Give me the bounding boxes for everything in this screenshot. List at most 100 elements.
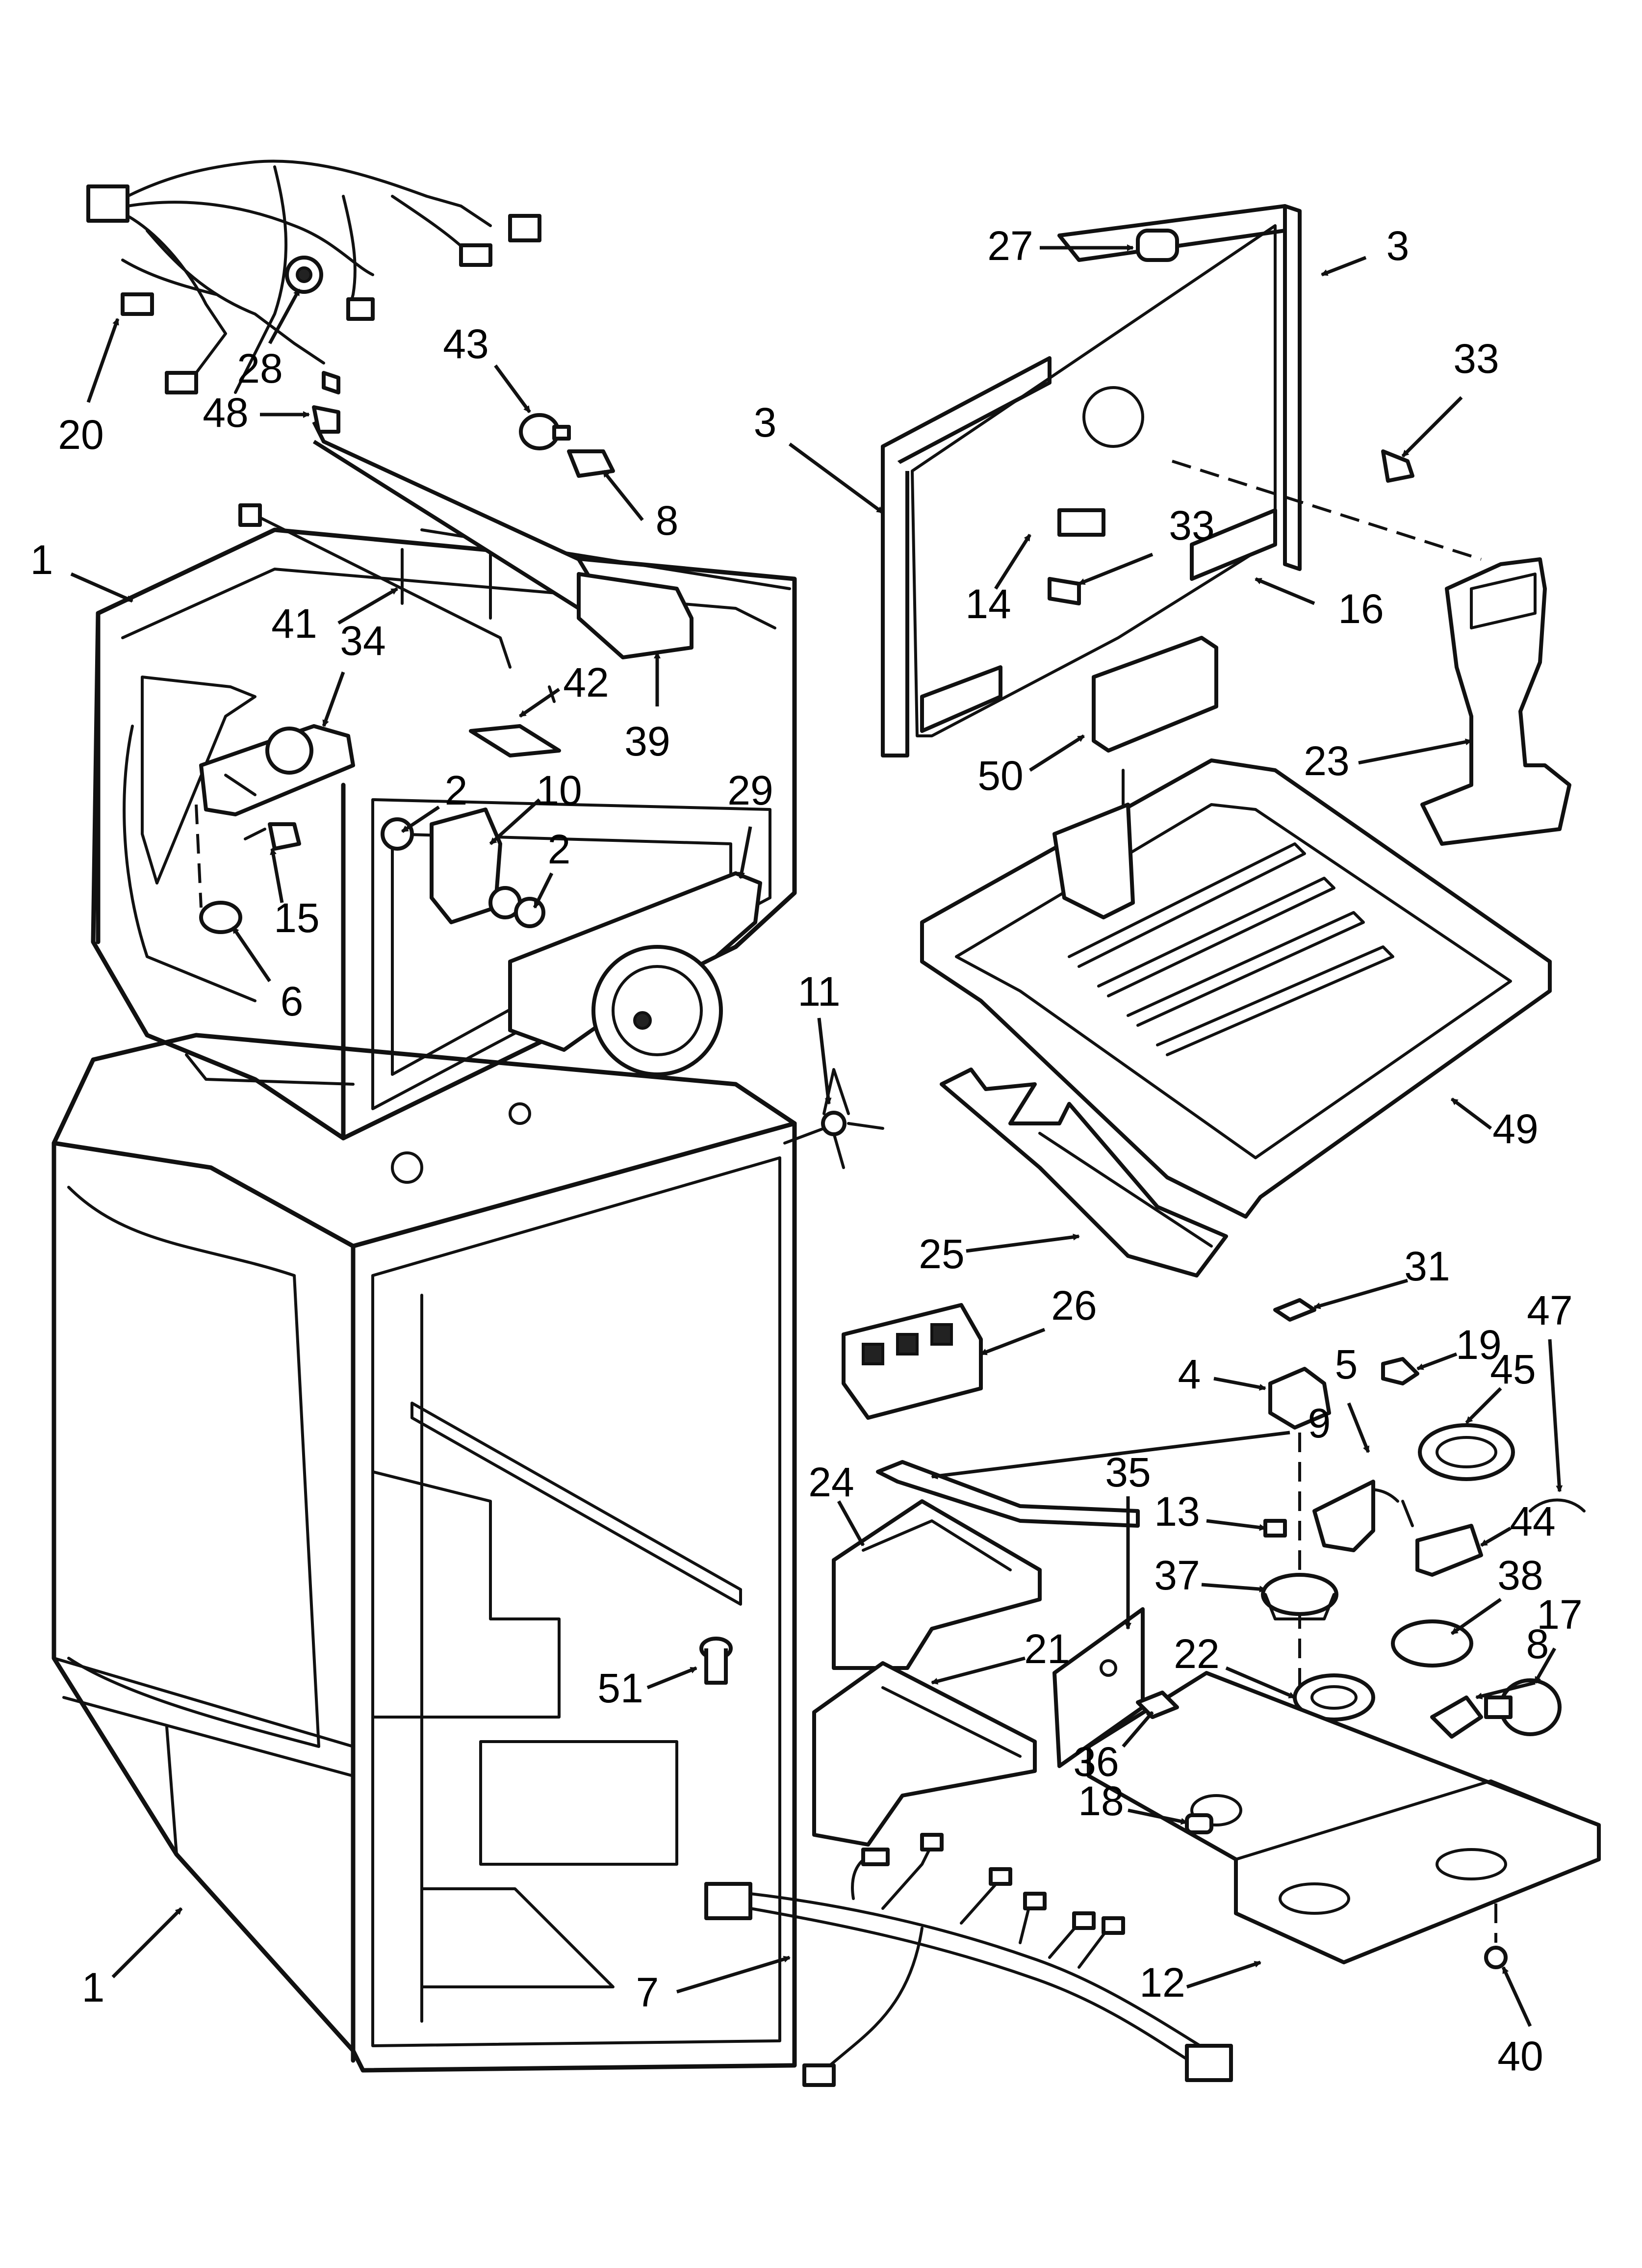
- clip-47: [1529, 1498, 1586, 1512]
- callout-43: 43: [443, 321, 488, 367]
- callout-28: 28: [237, 345, 282, 391]
- leader-12: [1186, 1960, 1261, 1989]
- leader-44: [1480, 1526, 1512, 1547]
- callout-1-upper: 1: [30, 537, 53, 583]
- chute-23: [1420, 557, 1571, 846]
- leader-20: [86, 318, 120, 403]
- leader-14: [994, 534, 1031, 590]
- leader-49: [1450, 1097, 1492, 1130]
- cover-21: [812, 1661, 1037, 1847]
- leader-41: [337, 587, 398, 625]
- leader-2-right: [533, 872, 554, 909]
- leader-18: [1128, 1808, 1188, 1825]
- retainer-40: [1484, 1946, 1508, 1969]
- grommet-27: [1136, 229, 1179, 262]
- callout-29: 29: [727, 767, 773, 813]
- leader-17: [1533, 1647, 1557, 1684]
- callout-1-lower: 1: [82, 1964, 105, 2010]
- callout-39: 39: [624, 718, 670, 764]
- leader-24: [837, 1500, 865, 1546]
- leader-13: [1206, 1519, 1266, 1531]
- leader-45: [1465, 1387, 1502, 1424]
- leader-3-left: [788, 443, 884, 514]
- callout-34: 34: [340, 618, 385, 664]
- wire-41: [238, 503, 512, 669]
- callout-8-lower: 8: [1526, 1621, 1549, 1667]
- callout-51: 51: [597, 1665, 643, 1711]
- motor-4: [1268, 1367, 1331, 1430]
- rod-9: [876, 1460, 1140, 1528]
- callout-35: 35: [1105, 1449, 1151, 1495]
- callout-44: 44: [1510, 1498, 1555, 1544]
- leader-8-upper: [602, 469, 644, 521]
- callout-48: 48: [203, 390, 248, 436]
- callout-6: 6: [281, 978, 304, 1024]
- leader-6: [231, 926, 271, 982]
- leader-5: [1347, 1402, 1370, 1453]
- leader-22: [1225, 1666, 1296, 1699]
- socket-8-lower: [1430, 1695, 1483, 1739]
- leader-11: [817, 1017, 832, 1105]
- callout-3-left: 3: [754, 399, 777, 445]
- nut-2-left: [381, 817, 414, 851]
- callout-12: 12: [1139, 1959, 1185, 2006]
- leader-34: [322, 671, 345, 727]
- leader-1-lower: [111, 1907, 183, 1979]
- nut-2-right: [514, 897, 545, 928]
- callout-40: 40: [1497, 2033, 1543, 2079]
- callout-33-upper: 33: [1453, 336, 1499, 382]
- fan-housing-29: [508, 871, 762, 1076]
- leader-31: [1313, 1278, 1408, 1309]
- screw-33-upper: [1381, 449, 1414, 483]
- callout-41: 41: [271, 600, 317, 647]
- gear-45: [1418, 1423, 1515, 1481]
- leader-26: [980, 1328, 1046, 1356]
- cover-24: [832, 1499, 1042, 1670]
- callout-labels: 1 1 2 2 3 3 4 5 6 7 8 8 9 10 11 12 13 14…: [30, 223, 1583, 2079]
- callout-13: 13: [1154, 1488, 1200, 1535]
- callout-11: 11: [797, 968, 840, 1015]
- callout-25: 25: [919, 1231, 964, 1277]
- leader-2-left: [401, 806, 440, 833]
- leader-lines: [70, 244, 1563, 2027]
- arm-25: [940, 1068, 1228, 1277]
- leader-50: [1029, 734, 1085, 772]
- cabinet-liner: [51, 1033, 797, 2073]
- leader-8-lower: [1475, 1681, 1536, 1699]
- screw-33-lower: [1048, 577, 1081, 605]
- callout-18: 18: [1078, 1778, 1124, 1824]
- switch-26: [842, 1303, 983, 1420]
- fan-blade-11: [783, 1068, 884, 1169]
- leader-51: [646, 1666, 697, 1690]
- callout-14: 14: [965, 581, 1011, 627]
- leader-15: [270, 848, 284, 903]
- callout-27: 27: [987, 223, 1033, 269]
- callout-50: 50: [977, 753, 1023, 799]
- leader-33-lower: [1078, 552, 1154, 586]
- bracket-13: [1263, 1519, 1287, 1538]
- leader-42: [519, 688, 560, 718]
- leader-7: [676, 1955, 791, 1994]
- leader-4: [1213, 1377, 1266, 1391]
- leader-25: [966, 1233, 1080, 1253]
- temperature-control-10: [430, 808, 522, 924]
- leader-37: [1201, 1583, 1266, 1593]
- solenoid-44: [1401, 1500, 1483, 1577]
- callout-47: 47: [1527, 1287, 1572, 1333]
- wiring-harness-lower: [704, 1833, 1233, 2087]
- callout-38: 38: [1497, 1552, 1543, 1598]
- leader-1-upper: [70, 572, 133, 603]
- callout-4: 4: [1178, 1351, 1201, 1397]
- callout-23: 23: [1304, 738, 1349, 784]
- leader-38: [1450, 1598, 1502, 1635]
- callout-20: 20: [58, 412, 103, 458]
- callout-33-lower: 33: [1169, 502, 1214, 548]
- leader-19: [1416, 1352, 1458, 1371]
- leader-36: [1122, 1711, 1154, 1748]
- screw-15: [244, 822, 301, 851]
- callout-24: 24: [808, 1459, 854, 1505]
- ice-bin-49: [920, 758, 1552, 1219]
- leader-47: [1548, 1339, 1563, 1492]
- callout-42: 42: [563, 659, 609, 705]
- callout-7: 7: [636, 1969, 659, 2015]
